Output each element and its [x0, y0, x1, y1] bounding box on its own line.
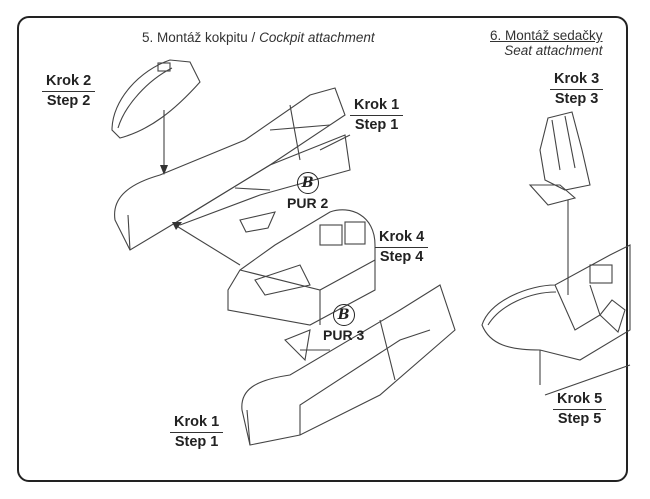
arrow-head: [160, 165, 168, 175]
part-label: PUR 3: [323, 327, 365, 343]
part-pur2: B PUR 2: [287, 172, 328, 211]
step-label: Step 1: [174, 434, 219, 450]
step-label: Step 1: [354, 117, 399, 133]
arrow-panel: [174, 224, 241, 266]
step-label: Step 5: [557, 411, 602, 427]
seat-title-czech: 6. Montáž sedačky: [490, 28, 603, 43]
step-label: Step 3: [554, 91, 599, 107]
krok-label: Krok 2: [42, 72, 96, 92]
part-pur3: B PUR 3: [323, 304, 364, 343]
arrow-pur2: [234, 187, 271, 191]
krok-label: Krok 1: [350, 96, 404, 116]
diagram-frame: [17, 16, 628, 482]
pur3-part: [284, 329, 311, 362]
cockpit-section-title: 5. Montáž kokpitu / Cockpit attachment: [142, 30, 375, 45]
step-3-label: Krok 3 Step 3: [550, 70, 604, 108]
krok-label: Krok 3: [550, 70, 604, 90]
cockpit-title-english: Cockpit attachment: [259, 30, 375, 45]
step-1-lower-label: Krok 1 Step 1: [170, 413, 224, 451]
fuselage-nose-lower: [241, 284, 456, 446]
seat-section-title: 6. Montáž sedačky Seat attachment: [490, 28, 603, 58]
cockpit-title-czech: 5. Montáž kokpitu /: [142, 30, 256, 45]
krok-label: Krok 5: [553, 390, 607, 410]
cockpit-assembled: [481, 244, 631, 396]
step-label: Step 2: [46, 93, 91, 109]
krok-label: Krok 1: [170, 413, 224, 433]
step-2-label: Krok 2 Step 2: [42, 72, 96, 110]
canopy-part: [111, 59, 201, 139]
pur2-part: [239, 211, 276, 233]
krok-label: Krok 4: [375, 228, 429, 248]
resin-badge-icon: B: [332, 304, 355, 326]
resin-badge-icon: B: [296, 172, 319, 194]
step-4-label: Krok 4 Step 4: [375, 228, 429, 266]
step-label: Step 4: [379, 249, 424, 265]
step-5-label: Krok 5 Step 5: [553, 390, 607, 428]
ejection-seat: [528, 111, 591, 206]
cockpit-tub: [227, 209, 376, 326]
step-1-upper-label: Krok 1 Step 1: [350, 96, 404, 134]
seat-title-english: Seat attachment: [504, 43, 603, 58]
part-label: PUR 2: [287, 195, 329, 211]
arrow-head: [172, 222, 182, 230]
fuselage-nose-upper: [114, 87, 351, 251]
